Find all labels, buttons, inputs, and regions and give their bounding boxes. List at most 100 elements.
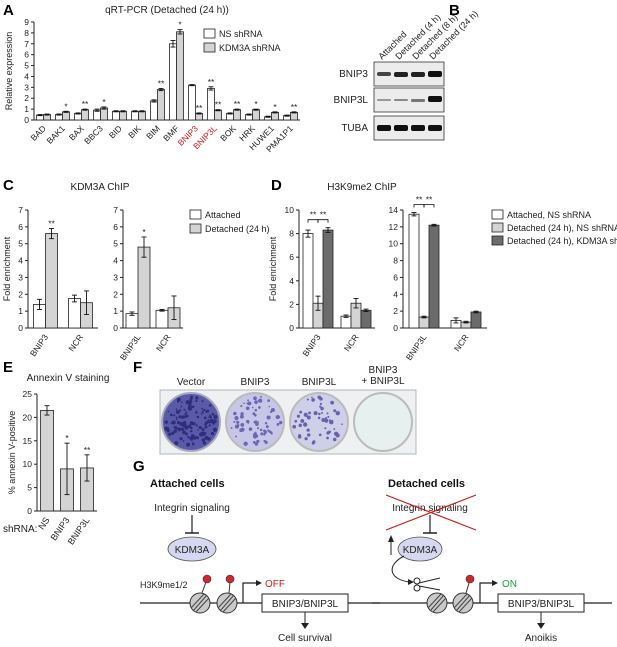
colony <box>166 428 170 433</box>
colony-dots <box>164 395 343 447</box>
colony <box>167 410 170 413</box>
colony <box>258 398 263 403</box>
y-tick-label: 9 <box>24 17 29 27</box>
colony <box>203 408 206 412</box>
y-tick-label: 4 <box>24 71 29 81</box>
colony <box>239 414 244 419</box>
bar <box>408 213 420 329</box>
model-detached: Detached cells Integrin signaling KDM3A … <box>372 478 612 644</box>
colony <box>292 424 297 429</box>
colony <box>264 422 268 425</box>
legend-swatch <box>491 209 504 220</box>
y-tick-label: 6 <box>113 222 118 232</box>
colony <box>195 396 199 400</box>
significance-bracket <box>307 219 319 223</box>
x-tick-label: NCR <box>452 332 471 353</box>
colony <box>294 419 298 423</box>
y-tick-label: 2 <box>393 306 398 316</box>
y-tick-label: 4 <box>113 256 118 266</box>
bar <box>207 88 215 121</box>
colony <box>269 410 273 413</box>
colony <box>311 396 313 399</box>
bar <box>100 107 108 121</box>
model-signal-attached: Integrin signaling <box>154 503 230 514</box>
colony <box>203 416 207 420</box>
colony <box>247 399 250 402</box>
colony <box>192 437 195 439</box>
bar <box>157 89 165 121</box>
x-tick-label: BNIP3L <box>118 332 143 362</box>
significance-mark: ** <box>82 99 89 109</box>
colony <box>298 423 303 428</box>
blot-band <box>394 72 408 77</box>
colony <box>321 418 326 422</box>
colony <box>257 427 260 430</box>
colony <box>182 440 185 442</box>
colony <box>306 428 310 432</box>
bar <box>138 110 146 121</box>
y-tick-label: 5 <box>24 61 29 71</box>
colony <box>253 396 257 401</box>
significance-bracket <box>413 204 425 208</box>
colony <box>317 416 321 420</box>
y-tick-label: 1 <box>113 306 118 316</box>
blot-band <box>377 125 391 131</box>
blot-band <box>411 99 425 102</box>
bar <box>45 233 58 329</box>
colony <box>258 406 261 409</box>
colony <box>190 395 194 399</box>
colony <box>207 420 211 424</box>
colony <box>180 405 183 408</box>
bar <box>112 110 120 121</box>
chart-title: qRT-PCR (Detached (24 h)) <box>105 5 229 16</box>
colony <box>176 420 181 425</box>
colony <box>300 419 305 423</box>
colony <box>335 411 340 416</box>
y-tick-label: 25 <box>23 389 33 399</box>
blot-band <box>428 96 442 102</box>
plate-combo <box>353 392 413 452</box>
model-enzyme-detached: KDM3A <box>403 545 438 556</box>
y-tick-label: 0 <box>113 323 118 333</box>
colony <box>319 405 322 408</box>
bar <box>188 84 196 121</box>
colony <box>270 431 273 435</box>
panel-label-e: E <box>3 359 13 376</box>
colony <box>198 432 204 437</box>
status-on: ON <box>502 579 517 590</box>
colony <box>174 426 178 430</box>
colony <box>256 439 260 443</box>
colony <box>184 425 189 430</box>
colony <box>188 424 190 427</box>
chart-title: Annexin V staining <box>27 373 110 384</box>
y-axis-label: Fold enrichment <box>268 236 278 301</box>
colony <box>320 406 324 411</box>
colony <box>200 413 203 415</box>
plate-bnip3l <box>289 392 349 452</box>
colony <box>181 415 185 419</box>
colony <box>179 437 183 441</box>
legend-swatch <box>491 235 504 246</box>
colony <box>319 397 323 401</box>
chart-title: KDM3A ChIP <box>71 182 130 193</box>
colony <box>234 416 239 421</box>
colony <box>263 439 266 443</box>
colony <box>303 422 308 427</box>
colony <box>197 429 199 431</box>
blot-band <box>411 125 425 131</box>
colony <box>326 431 330 435</box>
y-tick-label: 6 <box>18 222 23 232</box>
y-tick-label: 2 <box>113 289 118 299</box>
x-tick-label: BIM <box>144 123 162 141</box>
significance-mark: ** <box>234 99 241 109</box>
colony <box>185 411 188 414</box>
bar <box>302 233 314 329</box>
panel-label-b: B <box>449 2 460 19</box>
colony <box>212 427 218 432</box>
colony <box>184 413 187 416</box>
